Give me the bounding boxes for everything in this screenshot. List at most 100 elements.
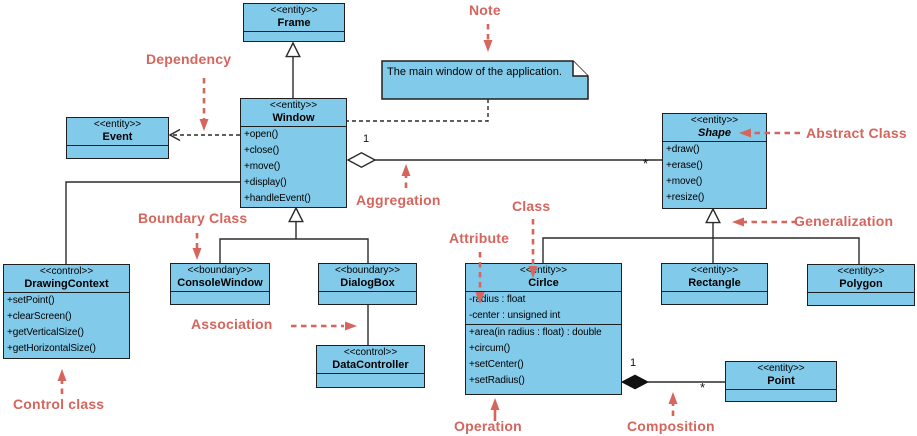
empty-compartment: [726, 390, 836, 401]
class-shape-header: <<entity>> Shape: [663, 114, 766, 142]
operations-compartment: +open() +close() +move() +display() +han…: [241, 127, 346, 207]
operation: +resize(): [666, 192, 705, 203]
class-rectangle-header: <<entity>> Rectangle: [662, 264, 767, 292]
operation: +circum(): [469, 343, 511, 354]
annotation-abstract-class: Abstract Class: [806, 125, 907, 141]
class-dialogbox-header: <<boundary>> DialogBox: [319, 264, 416, 292]
stereotype-label: <<entity>>: [757, 363, 805, 374]
multiplicity-aggregation-1: 1: [363, 133, 370, 145]
empty-compartment: [319, 292, 416, 304]
class-consolewindow-header: <<boundary>> ConsoleWindow: [171, 264, 269, 292]
class-polygon[interactable]: <<entity>> Polygon: [807, 264, 915, 306]
class-name: Point: [767, 375, 795, 387]
class-frame[interactable]: <<entity>> Frame: [243, 3, 345, 42]
stereotype-label: <<boundary>>: [334, 265, 401, 276]
class-name: ConsoleWindow: [177, 277, 263, 289]
operation-arrowhead-up: [490, 398, 500, 410]
empty-compartment: [317, 374, 424, 387]
operation: +getVerticalSize(): [7, 327, 84, 338]
operations-compartment: +setPoint() +clearScreen() +getVerticalS…: [4, 293, 129, 358]
class-dialogbox[interactable]: <<boundary>> DialogBox: [318, 263, 417, 305]
generalization-triangle-window: [288, 206, 304, 223]
generalization-triangle-frame: [285, 41, 301, 58]
class-name: Rectangle: [688, 277, 741, 289]
note-text: The main window of the application.: [387, 66, 562, 78]
note-anchor-line: [347, 99, 489, 122]
annotation-composition: Composition: [627, 418, 715, 434]
operation: +draw(): [666, 144, 700, 155]
attribute: -center : unsigned int: [469, 310, 561, 321]
stereotype-label: <<entity>>: [690, 115, 739, 126]
operation: +display(): [244, 177, 287, 188]
operation: +area(in radius : float) : double: [469, 327, 602, 338]
class-rectangle[interactable]: <<entity>> Rectangle: [661, 263, 768, 305]
operation: +move(): [666, 176, 703, 187]
stereotype-label: <<entity>>: [690, 265, 739, 276]
multiplicity-composition-many: *: [700, 380, 706, 395]
operation: +erase(): [666, 160, 703, 171]
aggregation-diamond: [346, 152, 377, 168]
boundary-class-arrowhead-down: [192, 248, 202, 260]
attributes-compartment: -radius : float -center : unsigned int: [466, 292, 621, 325]
class-name: Frame: [277, 17, 311, 29]
class-drawingcontext[interactable]: <<control>> DrawingContext +setPoint() +…: [3, 264, 130, 359]
annotation-class: Class: [512, 198, 551, 214]
generalization-window-children-branch: [219, 238, 369, 263]
class-window-header: <<entity>> Window: [241, 99, 346, 127]
note-arrowhead-down: [483, 40, 493, 52]
annotation-boundary-class: Boundary Class: [138, 210, 248, 226]
generalization-arrowhead-left: [732, 217, 744, 227]
class-name: DialogBox: [340, 277, 395, 289]
class-circle[interactable]: <<entity>> Cirlce -radius : float -cente…: [465, 263, 622, 395]
class-name: Polygon: [839, 278, 883, 290]
empty-compartment: [171, 292, 269, 304]
class-event[interactable]: <<entity>> Event: [66, 117, 169, 159]
class-point[interactable]: <<entity>> Point: [725, 361, 837, 402]
stereotype-label: <<control>>: [343, 347, 398, 358]
class-consolewindow[interactable]: <<boundary>> ConsoleWindow: [170, 263, 270, 305]
composition-arrowhead-up: [668, 392, 678, 404]
annotation-note: Note: [469, 2, 501, 18]
class-name: DataController: [332, 359, 409, 371]
operations-compartment: +draw() +erase() +move() +resize(): [663, 142, 766, 208]
stereotype-label: <<entity>>: [269, 100, 318, 111]
stereotype-label: <<entity>>: [270, 5, 318, 16]
operations-compartment: +area(in radius : float) : double +circu…: [466, 325, 621, 394]
generalization-triangle-shape: [705, 207, 721, 224]
aggregation-arrowhead-up: [401, 164, 411, 176]
empty-compartment: [244, 32, 344, 41]
operation: +close(): [244, 145, 280, 156]
class-frame-header: <<entity>> Frame: [244, 4, 344, 32]
annotation-attribute: Attribute: [449, 230, 510, 246]
class-window[interactable]: <<entity>> Window +open() +close() +move…: [240, 98, 347, 208]
operation: +getHorizontalSize(): [7, 343, 96, 354]
class-name: Event: [102, 131, 133, 143]
multiplicity-composition-1: 1: [630, 357, 637, 369]
operation: +setRadius(): [469, 375, 525, 386]
stereotype-label: <<control>>: [39, 266, 94, 277]
operation: +open(): [244, 129, 279, 140]
control-class-arrowhead-up: [57, 369, 67, 381]
class-datacontroller-header: <<control>> DataController: [317, 346, 424, 374]
stereotype-label: <<entity>>: [93, 119, 142, 130]
annotation-operation: Operation: [454, 418, 522, 434]
composition-diamond: [620, 374, 650, 390]
operation: +move(): [244, 161, 281, 172]
stereotype-label: <<entity>>: [519, 265, 568, 276]
class-name: Shape: [697, 127, 731, 139]
empty-compartment: [662, 292, 767, 304]
class-datacontroller[interactable]: <<control>> DataController: [316, 345, 425, 388]
class-name: DrawingContext: [24, 278, 109, 290]
class-name: Window: [272, 112, 315, 124]
class-shape[interactable]: <<entity>> Shape +draw() +erase() +move(…: [662, 113, 767, 209]
empty-compartment: [67, 146, 168, 158]
class-drawingcontext-header: <<control>> DrawingContext: [4, 265, 129, 293]
annotation-generalization: Generalization: [794, 213, 894, 229]
operation: +handleEvent(): [244, 193, 311, 204]
annotation-association: Association: [191, 316, 273, 332]
stereotype-label: <<entity>>: [837, 266, 885, 277]
operation: +setCenter(): [469, 359, 524, 370]
class-point-header: <<entity>> Point: [726, 362, 836, 390]
association-arrowhead-right: [345, 321, 357, 331]
